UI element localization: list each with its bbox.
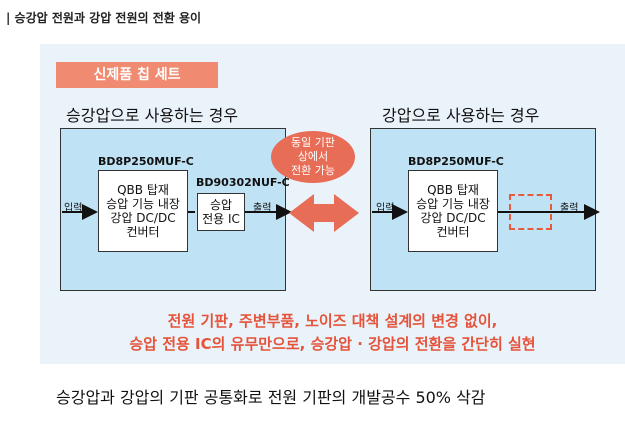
right-converter-line-2: 승압 기능 내장 — [416, 197, 490, 211]
switch-double-arrow — [289, 194, 359, 232]
bubble-line-2: 상에서 — [297, 150, 329, 163]
right-converter-line-1: QBB 탑재 — [427, 183, 479, 197]
right-converter-line-4: 컨버터 — [436, 225, 470, 239]
left-boost-ic-block: 승압 전용 IC — [197, 193, 245, 231]
left-converter-line-4: 컨버터 — [126, 225, 160, 239]
bubble-line-1: 동일 기판 — [291, 136, 335, 149]
right-input-label: 입력 — [376, 203, 395, 214]
switch-bubble: 동일 기판 상에서 전환 가능 — [271, 131, 355, 183]
left-converter-line-2: 승압 기능 내장 — [106, 197, 180, 211]
left-chip2-label: BD90302NUF-C — [196, 176, 290, 189]
right-converter-line-3: 강압 DC/DC — [420, 211, 486, 225]
left-converter-block: QBB 탑재 승압 기능 내장 강압 DC/DC 컨버터 — [98, 170, 188, 252]
page-header: | 승강압 전원과 강압 전원의 전환 용이 — [6, 11, 202, 25]
right-case-title: 강압으로 사용하는 경우 — [382, 106, 540, 125]
left-converter-line-1: QBB 탑재 — [117, 183, 169, 197]
highlight-line-2: 승압 전용 IC의 유무만으로, 승강압 · 강압의 전환을 간단히 실현 — [129, 335, 536, 353]
left-boost-line-1: 승압 — [209, 198, 233, 212]
left-chip1-label: BD8P250MUF-C — [98, 155, 194, 168]
left-case-title: 승강압으로 사용하는 경우 — [66, 106, 239, 125]
right-chip1-label: BD8P250MUF-C — [408, 155, 504, 168]
highlight-line-1: 전원 기판, 주변부품, 노이즈 대책 설계의 변경 없이, — [167, 312, 498, 330]
right-output-label: 출력 — [560, 203, 579, 214]
bubble-line-3: 전환 가능 — [291, 164, 335, 177]
left-boost-line-2: 전용 IC — [202, 212, 240, 226]
left-converter-line-3: 강압 DC/DC — [110, 211, 176, 225]
left-input-label: 입력 — [64, 203, 83, 214]
right-converter-block: QBB 탑재 승압 기능 내장 강압 DC/DC 컨버터 — [408, 170, 498, 252]
left-output-label: 출력 — [253, 203, 272, 214]
new-product-badge: 신제품 칩 세트 — [56, 62, 218, 88]
footer-summary: 승강압과 강압의 기판 공통화로 전원 기판의 개발공수 50% 삭감 — [56, 388, 486, 407]
